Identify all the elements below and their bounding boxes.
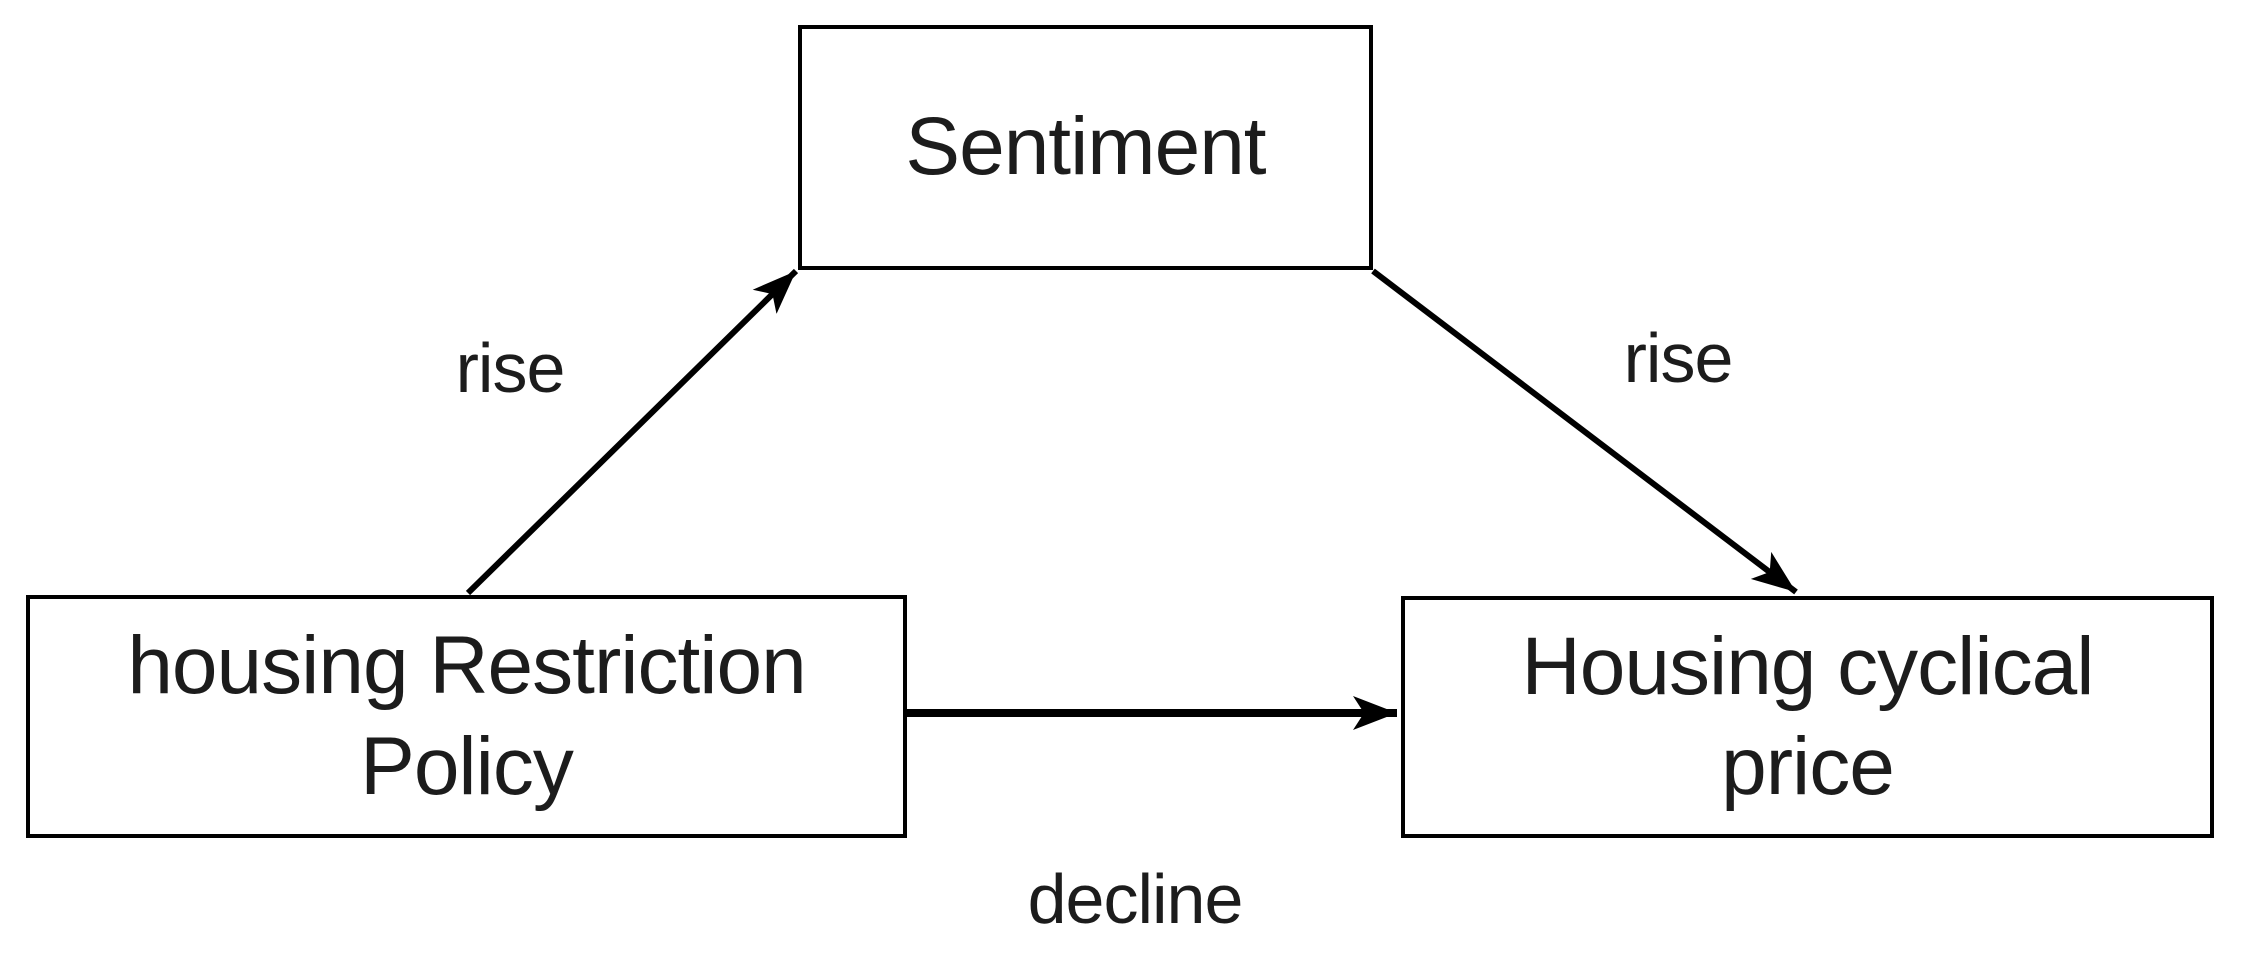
edge-label-decline: decline	[1027, 860, 1244, 938]
node-sentiment: Sentiment	[798, 25, 1373, 270]
edge-label-rise-left: rise	[455, 329, 566, 407]
node-housing-restriction-policy: housing Restriction Policy	[26, 595, 907, 838]
edge-policy-to-sentiment-arrow	[465, 268, 799, 596]
node-sentiment-label: Sentiment	[905, 101, 1266, 193]
node-housing-cyclical-price-label: Housing cyclical price	[1521, 620, 2095, 812]
node-housing-restriction-policy-label: housing Restriction Policy	[127, 620, 806, 812]
node-housing-cyclical-price: Housing cyclical price	[1401, 596, 2214, 838]
edge-sentiment-to-price-arrow	[1371, 268, 1798, 595]
edge-label-rise-right: rise	[1623, 319, 1734, 397]
